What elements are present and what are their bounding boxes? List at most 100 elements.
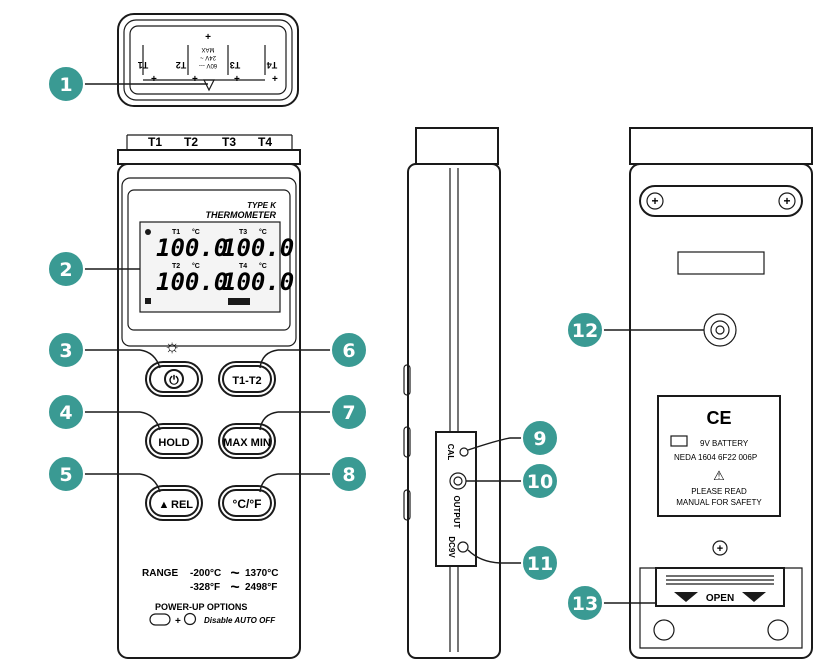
connector-plus-4: + [272,74,278,85]
screw-right-cross: + [783,194,790,208]
cal-trimmer[interactable] [459,447,469,457]
range-f-tilde: ~ [230,579,239,596]
hold-button[interactable]: HOLD [145,423,203,459]
backlight-sun-icon: ☼ [164,336,181,356]
lcd-t4-value: 100.0 [222,268,294,296]
powerup-title: POWER-UP OPTIONS [155,602,247,612]
front-label-t2: T2 [184,135,198,149]
back-label-plate [657,395,781,517]
svg-text:13: 13 [572,593,598,615]
power-icon: ⏻ [169,373,179,387]
front-label-t3: T3 [222,135,236,149]
open-arrow-right-icon [742,592,766,602]
open-label: OPEN [706,593,734,604]
back-view: + + CE 9V BATTERY NEDA 1604 6F22 006P ⚠ … [629,127,813,659]
svg-text:7: 7 [342,402,355,424]
connector-plus-top: + [205,32,211,43]
connector-plus-3: + [234,74,240,85]
cal-label: CAL [446,444,455,461]
callout-13: 13 [566,584,604,622]
callout-7: 7 [330,393,368,431]
front-label-t4: T4 [258,135,272,149]
callout-3: 3 [47,331,85,369]
t1-t2-button-label: T1-T2 [232,375,261,387]
lcd-t2-unit: °C [192,262,200,270]
battery-screw-cross: + [717,543,723,555]
lcd-screen [139,221,281,313]
svg-text:6: 6 [342,340,355,362]
belt-clip [639,185,803,217]
range-c-low: -200°C [190,568,221,579]
front-label-t1: T1 [148,135,162,149]
side-port-panel [435,431,477,567]
warning-line1: PLEASE READ [691,487,747,496]
callout-2: 2 [47,250,85,288]
range-c-high: 1370°C [245,568,278,579]
svg-text:11: 11 [527,553,553,575]
connector-voltage-ac: 24V ~ [200,54,216,60]
lcd-t2-label: T2 [172,263,180,270]
callout-5: 5 [47,455,85,493]
lcd-t3-label: T3 [239,229,247,236]
ce-mark: CE [706,408,731,428]
powerup-text: Disable AUTO OFF [204,616,276,625]
lcd-t3-value: 100.0 [222,234,294,262]
range-c-tilde: ~ [230,565,239,582]
front-view: T1 T2 T3 T4 TYPE K THERMOMETER T1 °C 100… [117,134,301,659]
rel-button-label: REL [171,499,193,511]
battery-screw-icon [712,540,728,556]
max-min-button[interactable]: MAX MIN [218,423,276,459]
unit-button[interactable]: °C/°F [218,485,276,521]
lcd-battery-icon [145,298,151,304]
connector-plus-2: + [192,74,198,85]
battery-model: NEDA 1604 6F22 006P [674,453,757,462]
svg-text:1: 1 [59,74,72,96]
connector-label-t3: T3 [230,60,241,70]
lcd-t4-unit: °C [259,262,267,270]
connector-label-t4: T4 [267,60,278,70]
svg-text:5: 5 [59,464,72,486]
svg-text:10: 10 [527,471,553,493]
battery-door[interactable] [655,567,785,607]
svg-text:4: 4 [59,402,72,424]
lcd-bar-indicator [228,298,250,305]
lcd-t1-value: 100.0 [156,234,228,262]
connector-voltage-max: MAX [201,46,214,52]
range-f-high: 2498°F [245,582,277,593]
callout-6: 6 [330,331,368,369]
foot-right [767,619,789,641]
svg-text:2: 2 [59,259,72,281]
clip-screw-right-icon [778,192,796,210]
lcd-t1-label: T1 [172,229,180,236]
warning-icon: ⚠ [713,468,725,483]
rel-button[interactable]: ▲ REL [145,485,203,521]
connector-plus-1: + [151,74,157,85]
callout-1: 1 [47,65,85,103]
connector-voltage-dc: 60V --- [199,62,217,68]
hold-button-label: HOLD [158,437,189,449]
top-connector: T1 T2 T3 T4 MAX 24V ~ 60V --- + + + + + [117,13,299,107]
rel-delta-icon: ▲ [159,499,170,511]
range-label: RANGE [142,568,178,579]
lcd-t4-label: T4 [239,263,247,270]
battery-icon [670,435,688,447]
svg-text:12: 12 [572,320,598,342]
svg-text:3: 3 [59,340,72,362]
lcd-clock-icon [145,229,151,235]
t1-t2-button[interactable]: T1-T2 [218,361,276,397]
unit-button-label: °C/°F [233,497,262,511]
callout-4: 4 [47,393,85,431]
leader-lines [66,83,704,604]
power-button[interactable]: ⏻ [145,361,203,397]
callout-9: 9 [521,419,559,457]
dc-label: DC9V [447,536,456,558]
powerup-power-icon [183,612,197,626]
dc-jack[interactable] [457,541,469,553]
clip-screw-left-icon [646,192,664,210]
powerup-plus: + [175,616,181,627]
svg-text:8: 8 [342,464,355,486]
svg-text:9: 9 [533,428,546,450]
side-view: CAL OUTPUT DC9V [403,127,501,659]
callout-10: 10 [521,462,559,500]
